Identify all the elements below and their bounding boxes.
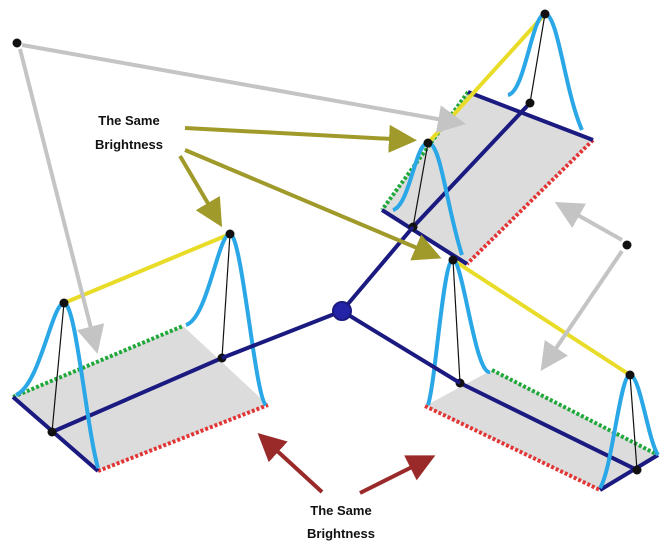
plane-top-right-peak-back-point	[540, 9, 550, 19]
plane-top-right-axis-center	[411, 101, 532, 229]
top-label-line1: The Same	[98, 113, 159, 128]
plane-right-yellow-line	[451, 258, 632, 377]
gray-arrow-up	[554, 202, 623, 242]
hub-axis-to-left	[221, 309, 343, 360]
olive-arrows	[178, 124, 442, 261]
plane-top-right-surface	[382, 92, 593, 264]
hub-node	[332, 301, 352, 321]
red-arrow-to-right-plane	[359, 455, 436, 495]
plane-top-right-green-edge	[380, 90, 470, 212]
plane-left-stem-front	[51, 302, 65, 433]
plane-left-peak-back-point	[225, 229, 235, 239]
plane-top-right-base-back-point	[525, 98, 535, 108]
dark-red-arrows	[257, 432, 436, 495]
red-arrow-to-left-plane	[257, 432, 324, 494]
plane-left-axis-center	[51, 356, 223, 434]
plane-right-axis-right	[598, 453, 660, 492]
gray-arrow-to-top-right	[21, 43, 466, 133]
plane-right-axis-center	[459, 381, 638, 472]
plane-left-base-front-point	[47, 427, 57, 437]
plane-left-green-edge	[12, 324, 184, 399]
olive-arrow-to-top-right	[184, 124, 417, 153]
bottom-label-line2: Brightness	[307, 526, 375, 541]
hub-axis-to-right	[340, 309, 462, 385]
plane-top-right-peak-front-point	[423, 138, 433, 148]
bottom-label-line1: The Same	[310, 503, 371, 518]
plane-right-peak-back-point	[625, 370, 635, 380]
plane-top-right-red-edge	[465, 138, 595, 266]
plane-top-right-axis-far	[467, 90, 594, 142]
plane-top-right	[380, 9, 595, 266]
olive-arrow-to-left-plane	[178, 154, 223, 228]
olive-arrow-to-right-plane	[184, 148, 442, 261]
hub-axis-to-top-right	[340, 225, 415, 313]
plane-right-red-edge	[424, 404, 601, 492]
plane-left	[11, 229, 269, 473]
plane-right-surface	[425, 370, 658, 490]
plane-right-green-edge	[491, 368, 659, 457]
plane-left-red-edge	[97, 403, 269, 473]
gray-arrow-down	[540, 249, 624, 371]
top-label-line2: Brightness	[95, 137, 163, 152]
plane-top-right-stem-front	[412, 142, 429, 228]
plane-left-peak-front-point	[59, 298, 69, 308]
gray-source-point-left	[12, 38, 22, 48]
plane-left-yellow-line	[63, 232, 231, 305]
plane-right	[424, 255, 660, 492]
plane-right-base-back-point	[632, 465, 642, 475]
plane-right-stem-front	[452, 259, 461, 384]
plane-left-stem-back	[221, 233, 231, 359]
gray-arrow-to-left-plane	[18, 48, 105, 354]
gray-pointers-left	[12, 38, 466, 354]
gray-source-point-right	[622, 240, 632, 250]
plane-left-surface	[13, 326, 268, 471]
plane-top-right-stem-back	[529, 13, 546, 104]
gray-pointers-right	[540, 202, 632, 371]
plane-right-stem-back	[629, 374, 638, 471]
plane-right-peak-front-point	[448, 255, 458, 265]
